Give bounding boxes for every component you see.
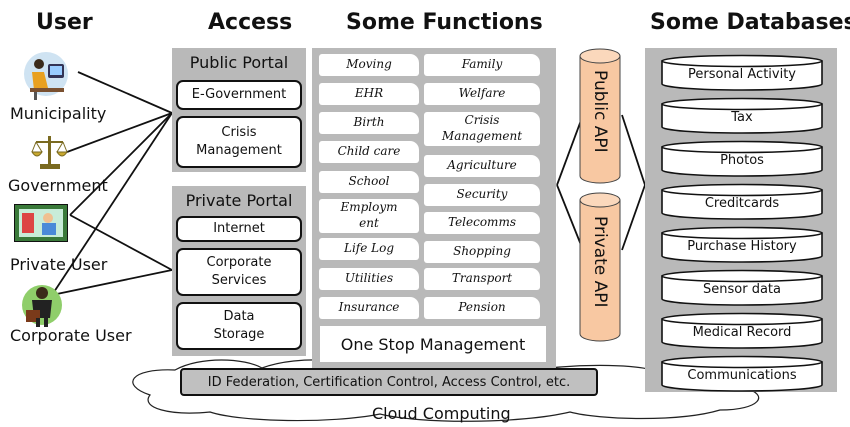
function-card[interactable]: Insurance	[319, 297, 419, 319]
user-label-private-user: Private User	[10, 255, 108, 274]
database-cylinder[interactable]: Photos	[660, 140, 824, 178]
database-cylinder-shape	[661, 312, 823, 349]
private-api-cylinder[interactable]: Private API	[578, 192, 622, 342]
line-municipality-public	[77, 71, 173, 114]
line-functions-privateapi	[556, 184, 584, 251]
public-api-cylinder[interactable]: Public API	[578, 48, 622, 184]
businessman-icon	[22, 285, 62, 327]
function-card[interactable]: Family	[424, 54, 540, 76]
database-cylinder[interactable]: Purchase History	[660, 226, 824, 264]
database-label: Purchase History	[687, 239, 797, 254]
database-label: Creditcards	[704, 196, 780, 211]
header-functions: Some Functions	[346, 10, 543, 35]
function-card[interactable]: Utilities	[319, 268, 419, 290]
database-cylinder[interactable]: Medical Record	[660, 312, 824, 350]
function-card[interactable]: Employm ent	[319, 199, 419, 233]
line-privateapi-db	[621, 184, 646, 251]
user-label-corporate-user: Corporate User	[10, 326, 132, 345]
person-at-computer-icon	[24, 52, 68, 100]
function-card[interactable]: Transport	[424, 268, 540, 290]
database-cylinder[interactable]: Sensor data	[660, 269, 824, 307]
database-label: Personal Activity	[687, 67, 796, 82]
function-card[interactable]: Shopping	[424, 241, 540, 263]
scales-of-justice-icon	[31, 136, 68, 169]
database-cylinder[interactable]: Creditcards	[660, 183, 824, 221]
portal-item-e-government[interactable]: E-Government	[176, 80, 302, 110]
public-api-shape	[579, 48, 621, 184]
database-label: Sensor data	[703, 282, 781, 297]
database-label: Medical Record	[692, 325, 792, 340]
function-card[interactable]: Birth	[319, 112, 419, 134]
private-api-shape	[579, 192, 621, 342]
public-api-label: Public API	[590, 70, 610, 153]
database-label: Communications	[687, 368, 797, 383]
line-corporate-privateportal	[51, 269, 173, 296]
cloud-computing-label: Cloud Computing	[372, 404, 511, 423]
portal-item-internet[interactable]: Internet	[176, 216, 302, 242]
header-databases: Some Databases	[650, 10, 850, 35]
header-access: Access	[208, 10, 293, 35]
public-portal-title: Public Portal	[189, 53, 289, 72]
database-label: Photos	[720, 153, 764, 168]
database-cylinder-shape	[661, 183, 823, 220]
database-cylinder-shape	[661, 355, 823, 392]
private-api-label: Private API	[590, 216, 610, 308]
id-federation-bar: ID Federation, Certification Control, Ac…	[180, 368, 598, 396]
database-cylinder-shape	[661, 97, 823, 134]
user-label-municipality: Municipality	[10, 104, 107, 123]
database-cylinder[interactable]: Communications	[660, 355, 824, 393]
user-label-government: Government	[8, 176, 108, 195]
line-corporate-public	[51, 112, 173, 296]
portal-item-data-storage[interactable]: Data Storage	[176, 302, 302, 350]
function-card[interactable]: Life Log	[319, 238, 419, 260]
line-publicapi-db	[621, 114, 646, 186]
portal-item-crisis-management[interactable]: Crisis Management	[176, 116, 302, 168]
database-cylinder-shape	[661, 140, 823, 177]
function-card[interactable]: Welfare	[424, 83, 540, 105]
private-portal-title: Private Portal	[185, 191, 293, 210]
function-card[interactable]: Crisis Management	[424, 112, 540, 146]
function-card[interactable]: Security	[424, 184, 540, 206]
portal-item-corporate-services[interactable]: Corporate Services	[176, 248, 302, 296]
database-label: Tax	[731, 110, 753, 125]
function-card[interactable]: Telecomms	[424, 212, 540, 234]
line-functions-publicapi	[556, 114, 584, 186]
function-card[interactable]: Agriculture	[424, 155, 540, 177]
database-cylinder-shape	[661, 269, 823, 306]
database-cylinder[interactable]: Tax	[660, 97, 824, 135]
function-card[interactable]: EHR	[319, 83, 419, 105]
line-private-privateportal	[69, 214, 173, 271]
line-private-public	[69, 112, 173, 216]
function-card[interactable]: Pension	[424, 297, 540, 319]
database-cylinder[interactable]: Personal Activity	[660, 54, 824, 92]
database-cylinder-shape	[661, 54, 823, 91]
phone-user-icon	[14, 204, 68, 242]
function-card[interactable]: School	[319, 171, 419, 193]
function-card[interactable]: Moving	[319, 54, 419, 76]
header-user: User	[36, 10, 93, 35]
line-government-public	[66, 112, 173, 153]
one-stop-management[interactable]: One Stop Management	[320, 326, 546, 362]
database-cylinder-shape	[661, 226, 823, 263]
function-card[interactable]: Child care	[319, 141, 419, 163]
